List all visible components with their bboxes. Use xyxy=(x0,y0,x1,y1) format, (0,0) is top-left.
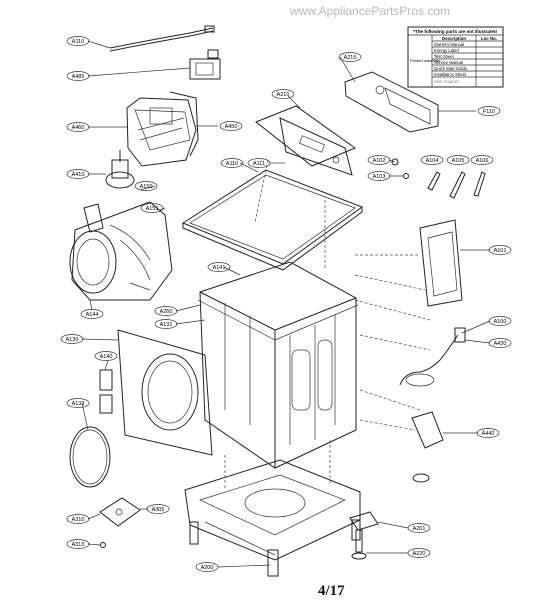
guide-lines xyxy=(254,159,431,431)
info-row-desc: Energy Label xyxy=(434,48,459,53)
bracket-part-left xyxy=(99,497,141,548)
info-row-desc: Quick Start Guide xyxy=(434,66,468,71)
callout-label: A111 xyxy=(253,161,265,167)
callout-label: A313 xyxy=(72,542,85,548)
info-col-loc: Loc No. xyxy=(481,36,497,41)
callout-label: A210 xyxy=(277,92,290,98)
info-row-desc: Test Sheet xyxy=(434,54,455,59)
info-side-label: Printed materials xyxy=(410,58,440,63)
callout-label: A151 xyxy=(146,206,159,212)
dispenser-part xyxy=(344,71,439,133)
gasket-ring xyxy=(69,426,111,488)
rear-panel xyxy=(419,219,463,307)
callout-label: A140 xyxy=(100,354,113,360)
callout-label: A102 xyxy=(373,158,386,164)
power-cord xyxy=(399,327,466,387)
callout-label: A450 xyxy=(225,124,238,130)
info-row-desc: Wire Diagram xyxy=(434,79,460,84)
callout-label: A200 xyxy=(201,565,214,571)
leader-lines xyxy=(81,40,491,568)
info-box-header: *The following parts are not illustrated xyxy=(413,29,497,34)
wire-harness-top xyxy=(109,25,215,52)
bracket-part xyxy=(189,49,221,80)
callout-label: A144 xyxy=(86,312,99,318)
callout-label: A100 xyxy=(494,319,507,325)
hinge-part xyxy=(99,369,113,414)
callout-labels: A110 A485 A460 A450 A410 A150 A151 A144 … xyxy=(60,36,512,572)
callout-label: A141 xyxy=(213,265,226,271)
info-row-desc: Service Manual xyxy=(434,60,463,65)
callout-label: A220 xyxy=(413,551,426,557)
callout-label: A130 xyxy=(66,337,79,343)
page-number: 4/17 xyxy=(318,583,345,599)
callout-label: A485 xyxy=(72,74,85,80)
base-frame xyxy=(184,440,361,577)
callout-label: A131 xyxy=(160,322,173,328)
top-plate xyxy=(181,169,364,271)
callout-label: A310 xyxy=(72,517,85,523)
callout-label: A110 xyxy=(226,161,238,167)
hardware-parts xyxy=(391,158,486,199)
pump-part xyxy=(105,150,135,189)
tub-assembly xyxy=(69,201,173,301)
callout-label: F110 xyxy=(483,109,495,115)
callout-label: A260 xyxy=(160,309,173,315)
watermark: www.AppliancePartsPros.com xyxy=(290,4,451,18)
callout-label: A106 xyxy=(476,158,489,164)
callout-label: A410 xyxy=(72,172,85,178)
callout-label: A215 xyxy=(344,55,357,61)
callout-label: A460 xyxy=(72,125,85,131)
callout-label: A305 xyxy=(152,507,165,513)
callout-label: A110 xyxy=(72,39,84,45)
callout-label: A201 xyxy=(413,526,426,532)
bracket-part-lower xyxy=(349,511,379,531)
callout-label: A150 xyxy=(140,184,153,190)
info-col-description: Description xyxy=(442,36,466,41)
callout-label: A104 xyxy=(426,158,439,164)
front-panel xyxy=(117,329,213,456)
control-panel-part xyxy=(255,105,357,176)
leg-part xyxy=(351,529,367,560)
info-box: *The following parts are not illustrated… xyxy=(407,26,504,88)
info-row-desc: Installation Sheet xyxy=(434,72,467,77)
callout-label: A133 xyxy=(72,401,85,407)
callout-label: A430 xyxy=(494,341,507,347)
callout-label: A101 xyxy=(494,248,507,254)
callout-label: A440 xyxy=(482,431,495,437)
filter-part xyxy=(411,411,444,483)
callout-label: A105 xyxy=(452,158,465,164)
callout-label: A103 xyxy=(373,174,386,180)
cabinet-body xyxy=(197,261,359,469)
control-board-assembly xyxy=(126,91,199,167)
info-row-desc: Owner's Manual xyxy=(434,42,464,47)
